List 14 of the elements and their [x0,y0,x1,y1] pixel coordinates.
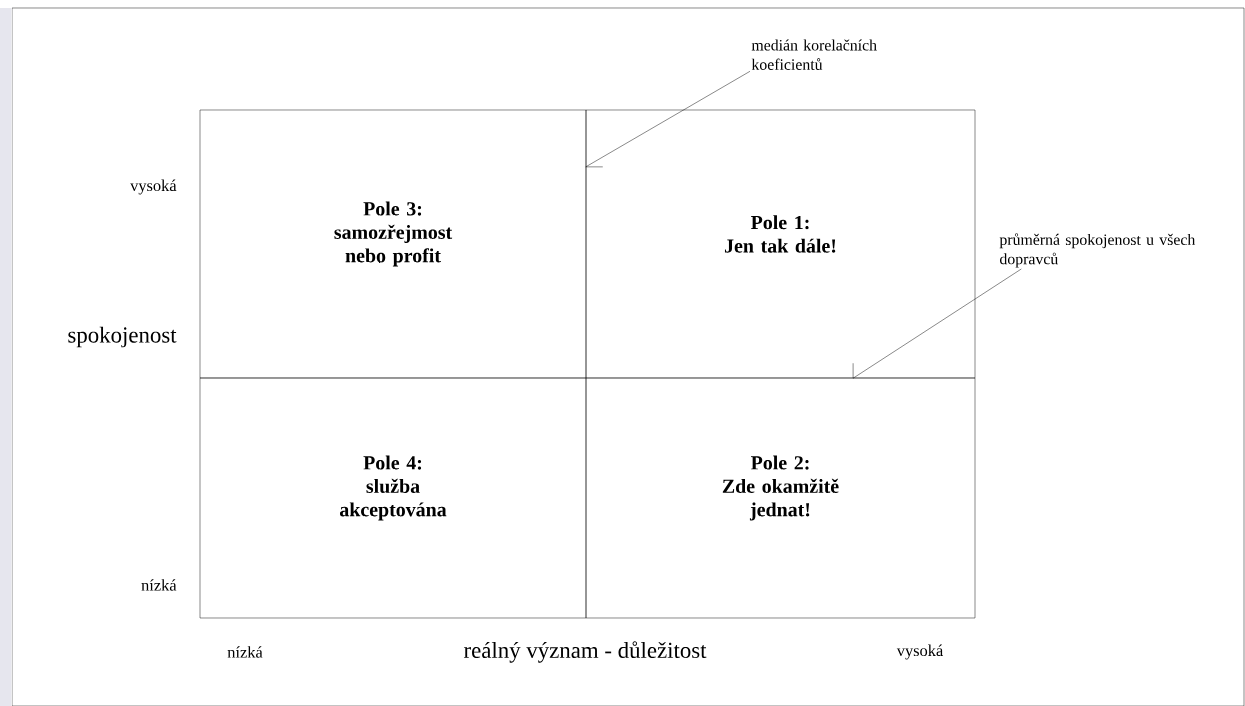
callout-text: průměrná spokojenost u všech dopravců [999,233,1196,268]
axis-title: spokojenost [68,326,177,348]
quadrant-cell: Pole 1: Jen tak dále! [585,109,976,379]
axis-title: reálný význam - důležitost [464,641,707,663]
quadrant-cell: Pole 3: samozřejmost nebo profit [199,109,587,379]
quadrant-cell: Pole 4: služba akceptována [199,377,587,619]
quadrant-cell: Pole 2: Zde okamžitě jednat! [585,377,976,619]
leader-line [585,71,751,168]
level-label: vysoká [896,644,943,660]
level-label: nízká [141,579,177,591]
callout-text: medián korelačních koeficientů [751,39,877,70]
level-label: vysoká [130,179,177,195]
leader-line [852,268,1022,379]
level-label: nízká [227,646,263,658]
